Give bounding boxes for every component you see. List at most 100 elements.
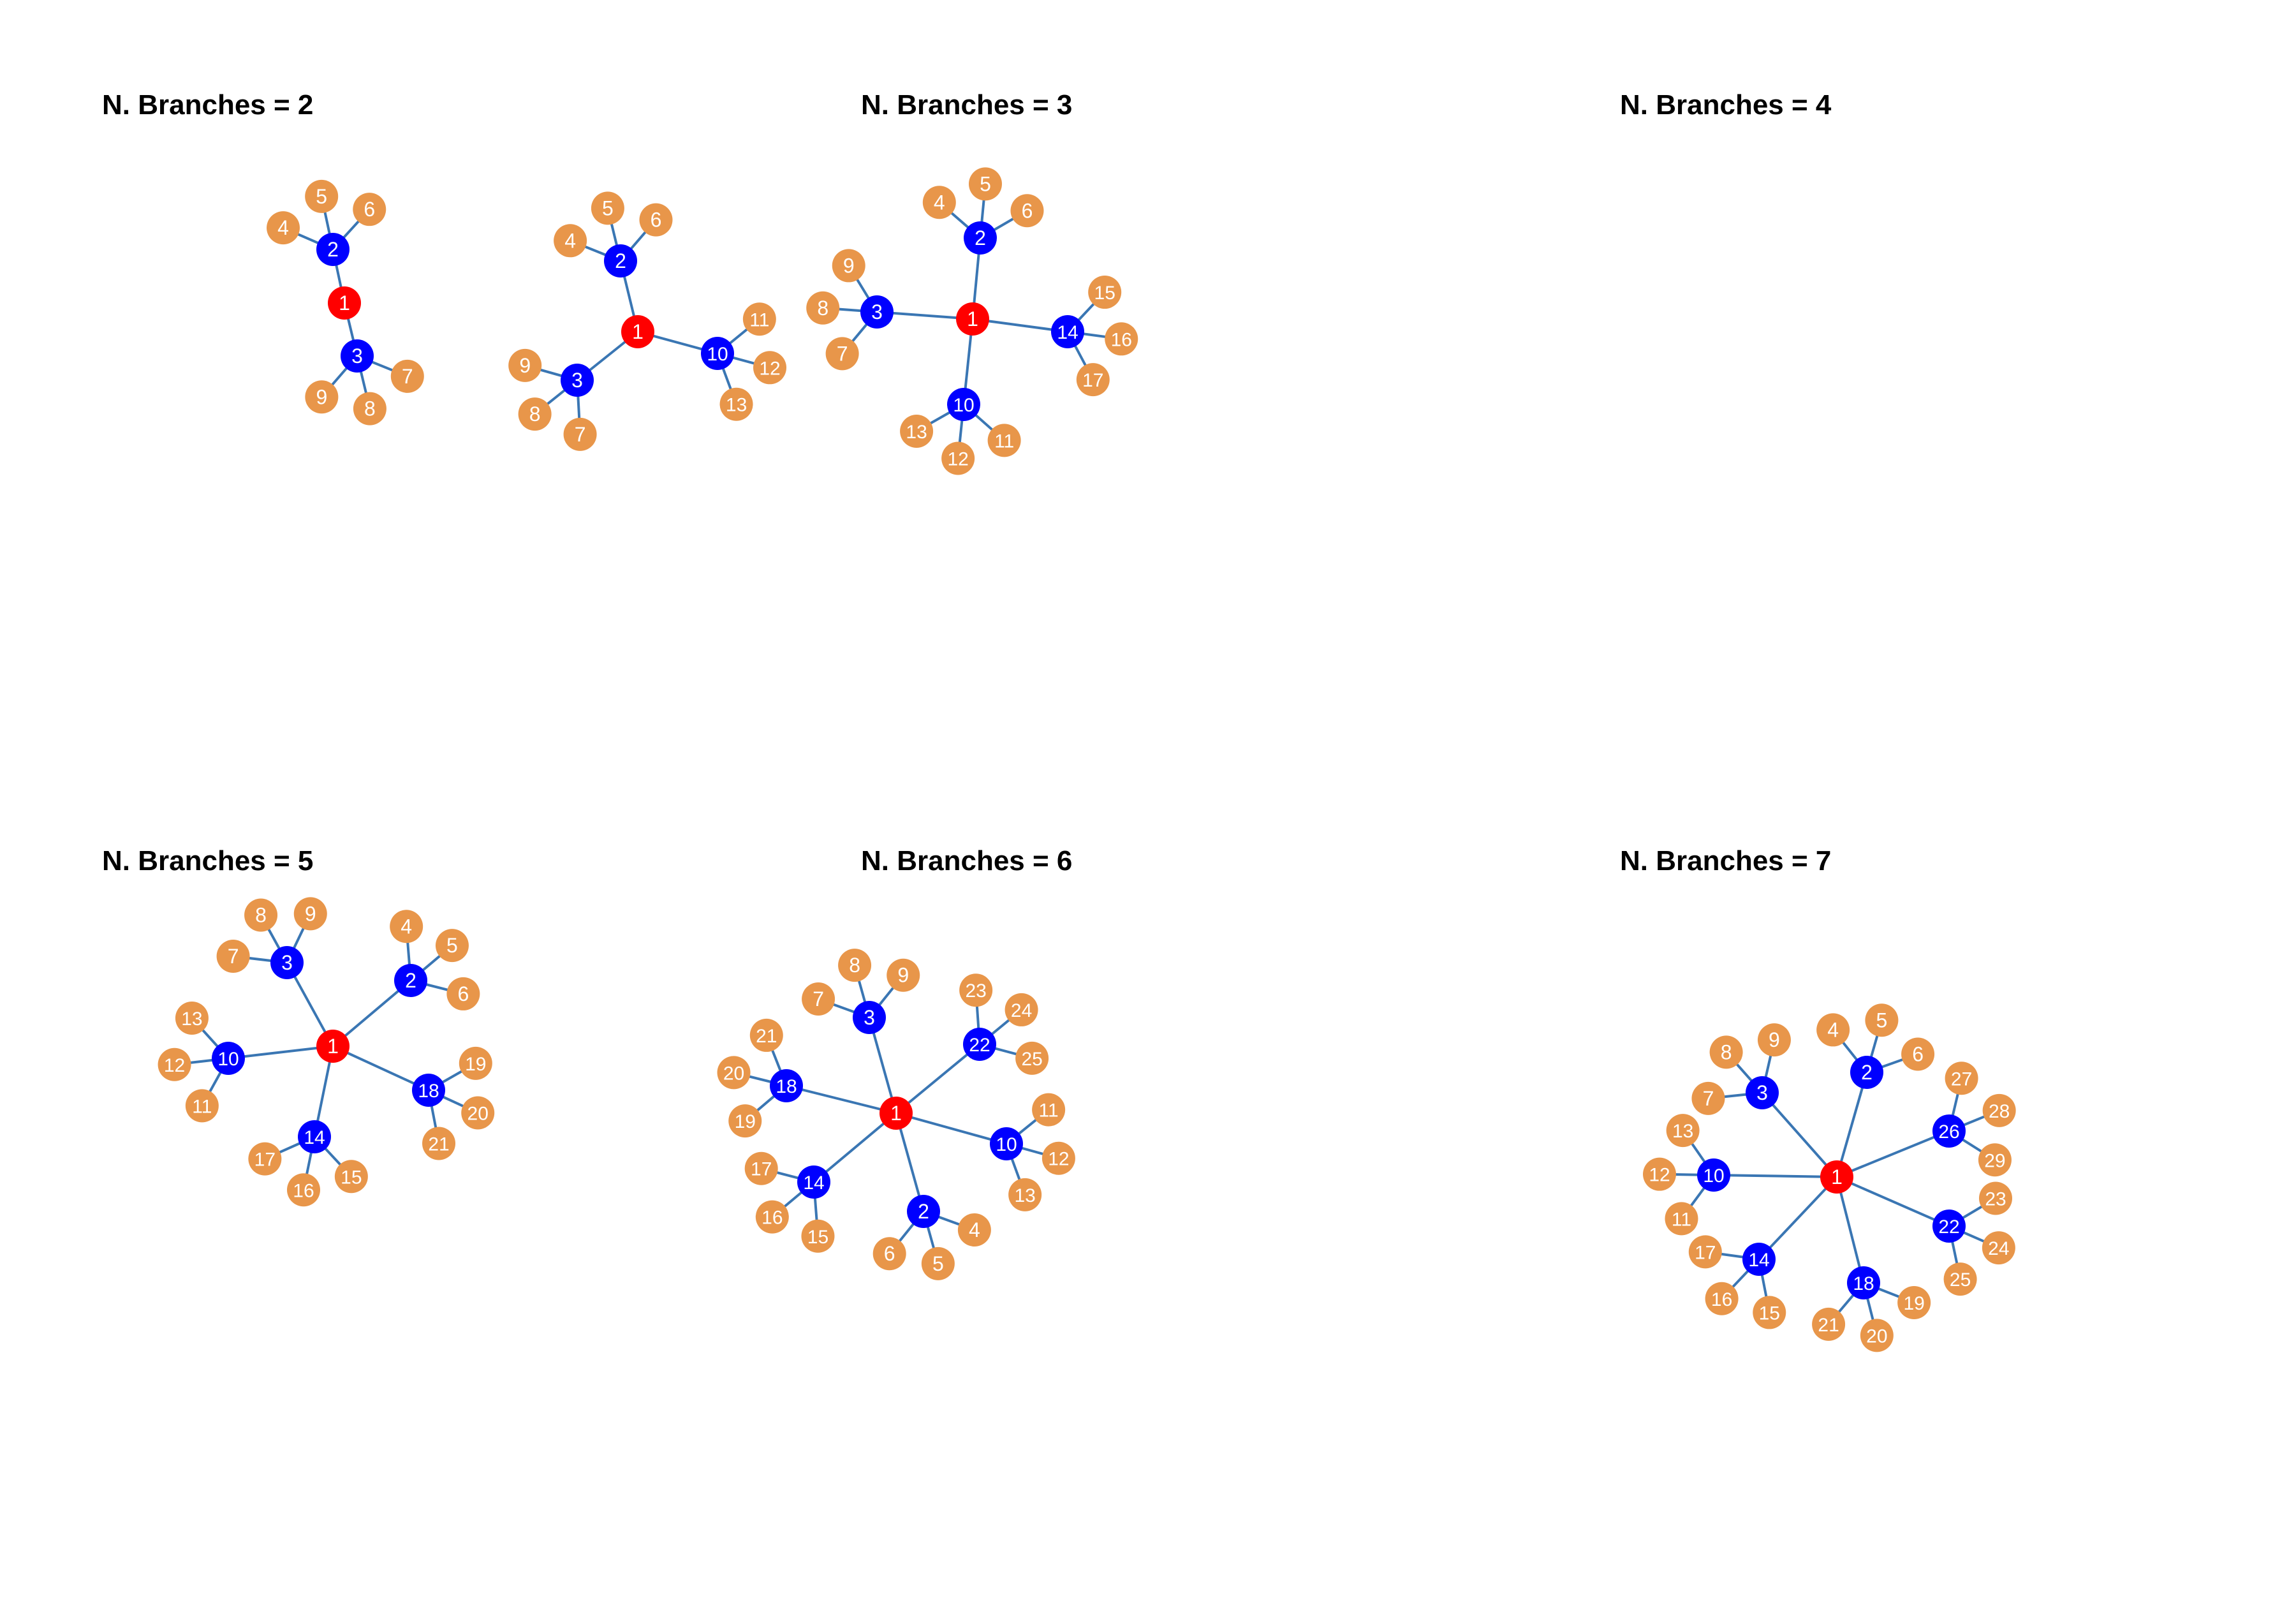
leaf-node-circle [591, 191, 624, 225]
leaf-node-label: 13 [726, 395, 747, 416]
leaf-node: 19 [459, 1046, 492, 1080]
leaf-node-label: 19 [1903, 1293, 1924, 1314]
leaf-node: 4 [390, 910, 423, 943]
hub-node-label: 18 [1853, 1273, 1874, 1294]
leaf-node: 11 [742, 302, 776, 336]
leaf-node-circle [728, 1104, 762, 1138]
leaf-node-label: 13 [1014, 1185, 1035, 1206]
leaf-node-label: 16 [762, 1208, 783, 1229]
hub-node: 10 [990, 1127, 1023, 1160]
leaf-node-circle [959, 973, 993, 1007]
leaf-node: 7 [802, 982, 835, 1016]
leaf-node-circle [1008, 1178, 1042, 1211]
leaf-node-label: 9 [519, 354, 531, 377]
hub-node: 3 [1746, 1076, 1779, 1109]
leaf-node-circle [554, 224, 587, 258]
hub-node-label: 3 [281, 951, 293, 974]
leaf-node-label: 8 [364, 397, 376, 420]
leaf-node-circle [1088, 276, 1122, 309]
leaf-node-circle [806, 291, 840, 325]
center-node-label: 1 [339, 292, 350, 314]
hub-node: 10 [947, 388, 980, 421]
leaf-node: 5 [591, 191, 624, 225]
leaf-node: 19 [728, 1104, 762, 1138]
leaf-node-circle [987, 424, 1021, 457]
hub-node: 3 [860, 295, 894, 329]
leaf-node: 17 [744, 1151, 778, 1185]
leaf-node: 21 [749, 1018, 783, 1052]
leaf-node: 15 [334, 1160, 368, 1194]
leaf-node-circle [1860, 1319, 1894, 1352]
leaf-node-label: 17 [254, 1150, 276, 1171]
leaf-node-circle [1982, 1093, 2016, 1127]
leaf-node: 7 [216, 939, 250, 973]
leaf-node: 20 [1860, 1319, 1894, 1352]
leaf-node-circle [1757, 1023, 1791, 1057]
leaf-node-circle [753, 351, 787, 385]
leaf-node-circle [1816, 1013, 1850, 1047]
hub-node-circle [1051, 315, 1084, 348]
leaf-node-circle [1943, 1262, 1977, 1296]
leaf-node: 13 [1666, 1114, 1700, 1148]
leaf-node: 4 [267, 211, 300, 245]
leaf-node-circle [1076, 363, 1110, 397]
leaf-node: 5 [305, 179, 339, 213]
panel-title: N. Branches = 6 [861, 845, 1073, 877]
hub-node: 14 [1742, 1243, 1776, 1276]
hub-node: 10 [1697, 1158, 1730, 1192]
leaf-node: 16 [755, 1200, 789, 1234]
hub-node-circle [1932, 1114, 1966, 1148]
leaf-node: 11 [987, 424, 1021, 457]
leaf-node: 8 [838, 949, 872, 982]
leaf-node: 17 [1076, 363, 1110, 397]
hub-node-circle [990, 1127, 1023, 1160]
leaf-node: 27 [1945, 1062, 1978, 1095]
leaf-node-circle [305, 179, 339, 213]
leaf-node-circle [755, 1200, 789, 1234]
leaf-node: 7 [825, 337, 859, 371]
center-node-circle [1820, 1160, 1853, 1194]
leaf-node-label: 11 [749, 309, 769, 330]
leaf-node: 8 [353, 392, 386, 425]
edge [1836, 1176, 1865, 1284]
leaf-node: 9 [293, 897, 327, 931]
leaf-node-circle [1901, 1037, 1935, 1071]
leaf-node-label: 12 [1649, 1165, 1670, 1186]
leaf-node-label: 11 [1039, 1100, 1059, 1121]
hub-node-circle [341, 339, 374, 373]
leaf-node-circle [286, 1173, 320, 1207]
hub-node-label: 10 [996, 1134, 1017, 1155]
leaf-node-label: 20 [723, 1063, 744, 1084]
leaf-node-label: 12 [759, 358, 780, 379]
leaf-node: 16 [1105, 322, 1138, 356]
leaf-node-circle [1032, 1093, 1066, 1127]
hub-node-label: 10 [953, 395, 974, 416]
leaf-node-circle [446, 977, 480, 1010]
leaf-node-circle [1897, 1285, 1931, 1319]
hub-node: 18 [770, 1069, 803, 1102]
leaf-node-label: 15 [341, 1167, 362, 1188]
hub-node-circle [212, 1042, 245, 1075]
leaf-node-label: 6 [1912, 1043, 1924, 1066]
leaf-node-label: 24 [1988, 1238, 2009, 1259]
leaf-node-label: 8 [255, 904, 267, 927]
hub-node-label: 3 [351, 344, 363, 367]
hub-node-circle [1847, 1266, 1880, 1299]
hub-node-label: 2 [975, 226, 986, 249]
hub-node-label: 14 [803, 1173, 824, 1194]
leaf-node-label: 17 [751, 1159, 772, 1180]
leaf-node: 7 [563, 417, 597, 451]
center-node-circle [956, 302, 989, 336]
leaf-node-circle [1004, 993, 1038, 1026]
leaf-node: 7 [1691, 1081, 1725, 1115]
hub-node: 2 [604, 244, 637, 277]
leaf-node-label: 15 [1759, 1303, 1780, 1324]
hub-node: 3 [853, 1001, 886, 1034]
leaf-node-label: 12 [164, 1055, 185, 1076]
